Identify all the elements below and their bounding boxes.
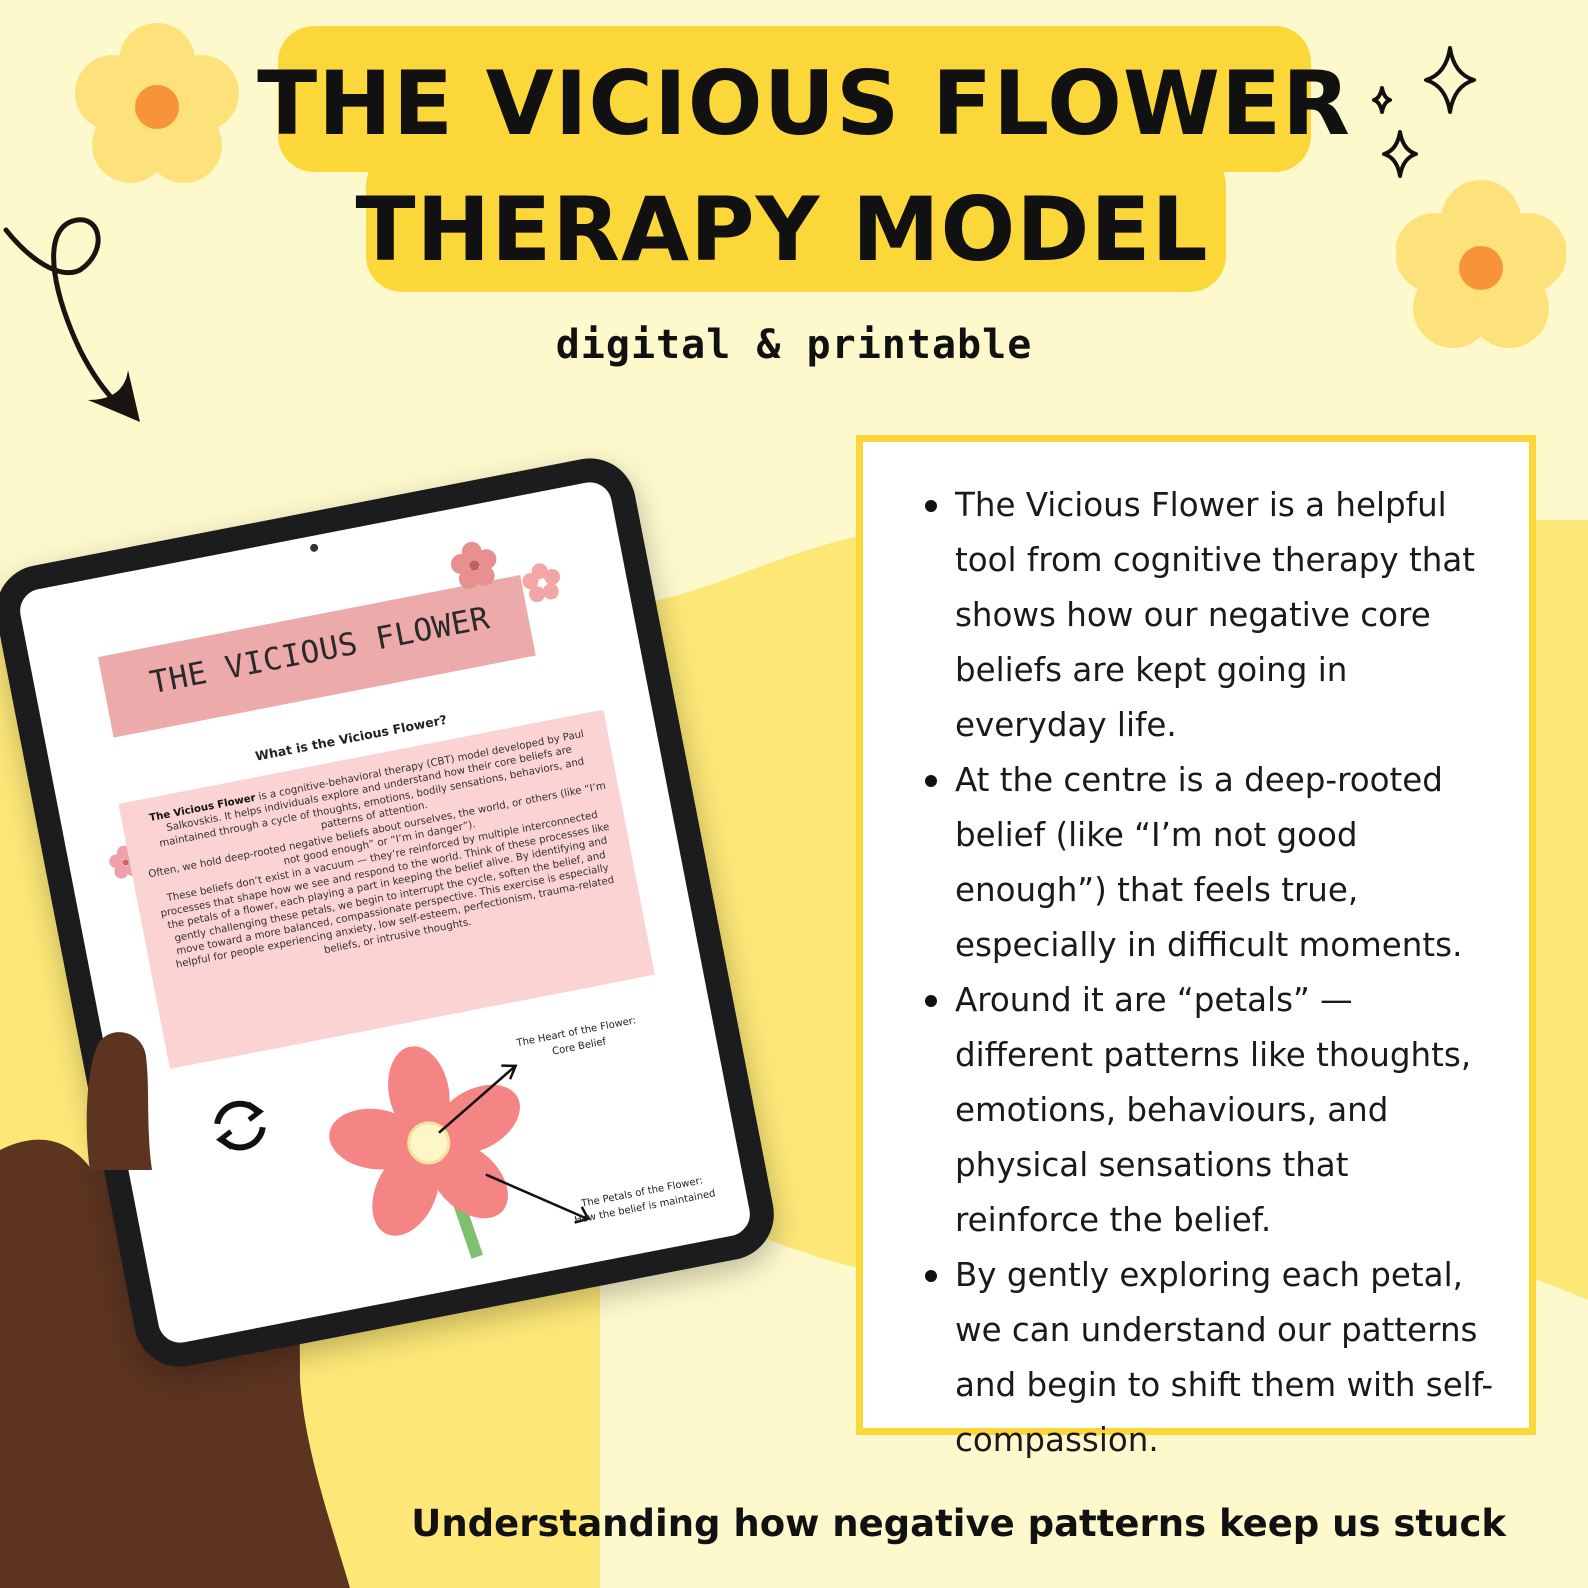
info-point: Around it are “petals” — different patte… bbox=[925, 973, 1499, 1248]
title-banner bbox=[278, 26, 1311, 292]
page-title-line2: THERAPY MODEL bbox=[355, 178, 1209, 281]
info-box: The Vicious Flower is a helpful tool fro… bbox=[856, 435, 1536, 1459]
tablet-screen: THE VICIOUS FLOWER bbox=[16, 478, 754, 1347]
info-list: The Vicious Flower is a helpful tool fro… bbox=[863, 478, 1529, 1468]
page-title-line1: THE VICIOUS FLOWER bbox=[257, 52, 1351, 155]
screen-decorations bbox=[109, 541, 591, 1259]
flower-icon bbox=[1396, 180, 1566, 348]
thumb-image bbox=[86, 1032, 152, 1170]
refresh-cycle-icon bbox=[214, 1100, 266, 1151]
subtitle: digital & printable bbox=[555, 322, 1033, 368]
curly-arrow-icon bbox=[3, 217, 140, 422]
flower-icon bbox=[75, 23, 239, 183]
sparkle-icon bbox=[1372, 46, 1476, 178]
info-point: At the centre is a deep-rooted belief (l… bbox=[925, 753, 1499, 973]
footer-tagline: Understanding how negative patterns keep… bbox=[411, 1502, 1506, 1545]
tablet-device: THE VICIOUS FLOWER bbox=[0, 450, 782, 1375]
info-point: The Vicious Flower is a helpful tool fro… bbox=[925, 478, 1499, 753]
core-belief-flower bbox=[329, 1046, 520, 1259]
info-point: By gently exploring each petal, we can u… bbox=[925, 1248, 1499, 1468]
